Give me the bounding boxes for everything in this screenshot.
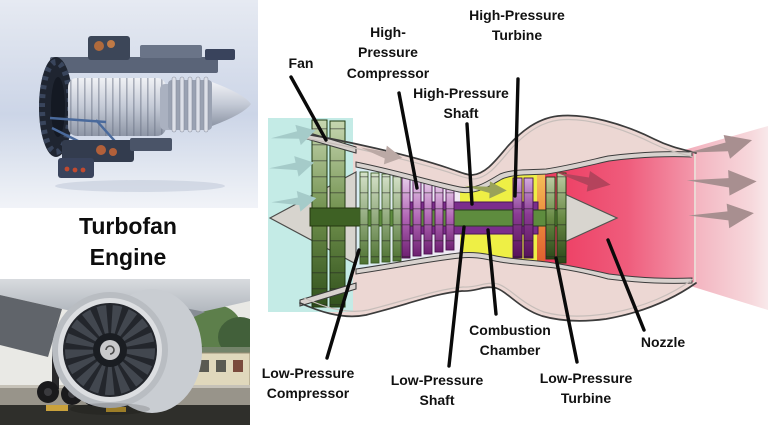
cutaway-engine [39, 36, 251, 178]
lp-turbine-callout-line [554, 256, 579, 364]
hp-turbine-callout-line [513, 77, 520, 198]
engine-on-wing-photo [0, 279, 250, 425]
label-fan: Fan [288, 55, 314, 71]
hp-compressor-callout-line [397, 91, 419, 190]
fan-spinner [100, 340, 120, 360]
building [191, 347, 250, 387]
top-gearbox [88, 36, 130, 60]
lp-shaft-callout-line [447, 225, 466, 368]
copper-coil [109, 148, 117, 156]
copper-coil [94, 41, 104, 51]
engine-cutaway-render [0, 0, 258, 208]
high-pressure-compressor-blades [401, 177, 455, 259]
wheel-chock [106, 407, 126, 412]
label-hp-shaft: High-Pressure Shaft [413, 85, 509, 122]
red-dot [80, 167, 86, 173]
label-combustion: Combustion Chamber [469, 322, 551, 359]
core-cowl-bottom [355, 252, 693, 284]
lp-compressor-callout-line [325, 248, 361, 360]
label-lp-turbine: Low-Pressure Turbine [539, 370, 633, 407]
fan-blades [65, 305, 155, 395]
label-lp-compressor: Low-Pressure Compressor [261, 365, 355, 402]
copper-coil [107, 40, 115, 48]
fan-hub [309, 207, 363, 227]
high-pressure-turbine-blades [512, 177, 534, 259]
combustion-callout-line [486, 228, 498, 316]
low-pressure-compressor-blades [359, 171, 402, 265]
callout-lines [289, 75, 646, 368]
top-casing-beam [50, 57, 218, 73]
hp-shaft-callout-line [465, 122, 474, 206]
low-pressure-turbine-blades [545, 172, 567, 264]
case-fins [171, 76, 209, 133]
aft-mount [205, 49, 235, 60]
panel-title: Turbofan Engine [79, 212, 177, 270]
turbofan-schematic: Fan High- Pressure Compressor High-Press… [256, 0, 768, 432]
render-shadow [55, 180, 225, 192]
engine-shadow [70, 403, 150, 415]
label-hp-turbine: High-Pressure Turbine [469, 7, 565, 44]
drum-ribs [68, 78, 166, 136]
label-hp-compressor: High- Pressure Compressor [346, 24, 430, 81]
red-dot [64, 166, 70, 172]
gear-bay-shadow [0, 295, 62, 357]
wheel-chock [46, 405, 68, 411]
nacelle-outline [299, 114, 697, 322]
label-lp-shaft: Low-Pressure Shaft [390, 372, 484, 409]
core-exhaust-region [545, 152, 694, 283]
label-nozzle: Nozzle [640, 334, 686, 350]
inlet-lip-bottom [299, 282, 357, 307]
red-dot [72, 167, 78, 173]
fan-callout-line [289, 75, 328, 142]
engine-inlet [52, 292, 168, 415]
lower-rail [130, 138, 172, 151]
mount-rail [140, 45, 202, 58]
nozzle-callout-line [606, 238, 646, 332]
schematic-canvas [267, 75, 768, 368]
fan-hub [51, 77, 65, 137]
copper-coil [96, 145, 106, 155]
spinner-spiral [105, 345, 115, 355]
nose-cone [212, 82, 251, 126]
